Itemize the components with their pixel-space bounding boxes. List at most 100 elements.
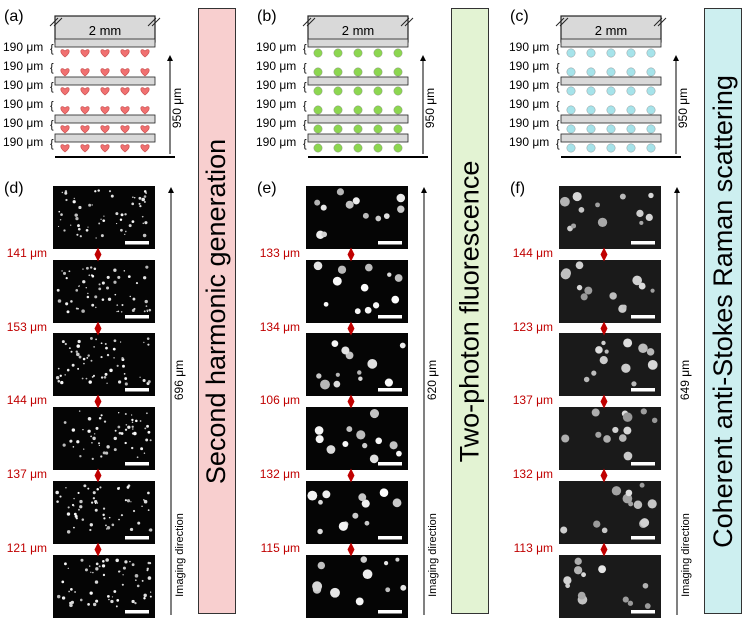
modality-label-cars: Coherent anti-Stokes Raman scattering xyxy=(704,8,742,614)
micrograph-speck xyxy=(95,237,97,239)
micrograph-speck xyxy=(132,509,136,513)
micrograph-speck xyxy=(120,514,124,517)
micrograph-speck xyxy=(113,339,117,343)
micrograph-speck xyxy=(143,276,147,280)
particle-marker xyxy=(586,143,596,153)
particle-marker xyxy=(140,68,150,77)
micrograph-speck xyxy=(116,598,120,602)
micrograph-speck xyxy=(92,374,96,377)
micrograph-speck xyxy=(57,367,60,370)
micrograph-speck xyxy=(77,224,80,228)
micrograph-speck xyxy=(379,488,389,497)
micrograph-speck xyxy=(101,564,106,568)
micrograph-speck xyxy=(320,379,330,390)
micrograph-speck xyxy=(133,431,137,436)
micrograph-speck xyxy=(130,527,134,532)
micrograph-speck xyxy=(105,558,109,562)
micrograph-speck xyxy=(632,275,642,286)
micrograph-speck xyxy=(114,293,117,296)
micrograph-speck xyxy=(636,209,644,218)
micrograph-speck xyxy=(63,229,66,232)
micrograph-speck xyxy=(332,276,342,286)
micrograph-speck xyxy=(87,292,89,295)
particle-marker xyxy=(566,143,576,153)
particle-marker xyxy=(646,124,656,134)
spacer-slab xyxy=(307,114,409,124)
particle-marker xyxy=(313,86,323,96)
particle-marker xyxy=(140,106,150,115)
micrograph-speck xyxy=(89,565,91,567)
tile-background xyxy=(53,260,155,323)
micrograph-speck xyxy=(85,377,88,380)
micrograph-speck xyxy=(337,265,347,274)
micrograph-speck xyxy=(119,341,122,343)
micrograph-speck xyxy=(58,210,61,213)
micrograph-speck xyxy=(146,309,149,312)
micrograph-speck xyxy=(121,583,124,586)
micrograph-speck xyxy=(137,521,141,525)
micrograph-speck xyxy=(61,596,66,600)
layer-label: 190 μm xyxy=(256,78,296,92)
micrograph-speck xyxy=(129,560,131,563)
micrograph-speck xyxy=(65,302,69,306)
micrograph-speck xyxy=(362,442,368,449)
micrograph-speck xyxy=(70,300,73,303)
micrograph-speck xyxy=(102,513,105,517)
scale-bar xyxy=(631,315,655,319)
spacer-slab xyxy=(54,114,156,124)
break-mark xyxy=(53,17,63,27)
micrograph-speck xyxy=(560,269,571,280)
particle-marker xyxy=(120,49,130,58)
scale-bar xyxy=(631,462,655,466)
micrograph-speck xyxy=(394,274,403,282)
micrograph-speck xyxy=(148,529,151,532)
micrograph-speck xyxy=(106,275,110,279)
spacer-slab xyxy=(54,133,156,143)
micrograph-speck xyxy=(98,416,102,420)
total-imaging-depth: 620 μm xyxy=(425,360,439,400)
particle-marker xyxy=(606,86,616,96)
particle-marker xyxy=(373,105,383,115)
particle-marker xyxy=(333,105,343,115)
micrograph-speck xyxy=(96,502,99,504)
micrograph-speck xyxy=(91,375,94,378)
particle-marker xyxy=(313,67,323,77)
micrograph-speck xyxy=(61,340,65,344)
modality-label-tpf-text: Two-photon fluorescence xyxy=(454,160,485,462)
micrograph-speck xyxy=(315,435,324,444)
particle-marker xyxy=(313,143,323,153)
micrograph-speck xyxy=(338,521,348,531)
micrograph-speck xyxy=(355,597,364,606)
micrograph-speck xyxy=(92,491,96,495)
micrograph-tile xyxy=(306,407,408,470)
particle-marker xyxy=(393,48,403,58)
micrograph-speck xyxy=(131,421,134,423)
micrograph-speck xyxy=(70,224,72,226)
layer-label: 190 μm xyxy=(256,40,296,54)
micrograph-speck xyxy=(132,428,134,430)
micrograph-speck xyxy=(316,373,322,379)
micrograph-tile xyxy=(53,333,155,396)
micrograph-speck xyxy=(76,344,80,348)
micrograph-tile xyxy=(559,260,661,323)
micrograph-speck xyxy=(90,359,93,362)
micrograph-speck xyxy=(101,298,105,301)
micrograph-speck xyxy=(364,306,372,314)
micrograph-speck xyxy=(91,457,94,461)
micrograph-speck xyxy=(642,582,649,589)
break-mark xyxy=(306,17,316,27)
particle-marker xyxy=(566,124,576,134)
micrograph-speck xyxy=(61,191,64,194)
micrograph-speck xyxy=(147,491,150,495)
particle-marker xyxy=(626,124,636,134)
micrograph-speck xyxy=(107,297,112,301)
micrograph-speck xyxy=(597,217,608,228)
scale-bar xyxy=(125,536,149,540)
micrograph-speck xyxy=(397,205,405,213)
micrograph-speck xyxy=(565,583,571,589)
micrograph-speck xyxy=(85,228,89,232)
micrograph-speck xyxy=(130,414,133,416)
micrograph-speck xyxy=(124,413,127,416)
